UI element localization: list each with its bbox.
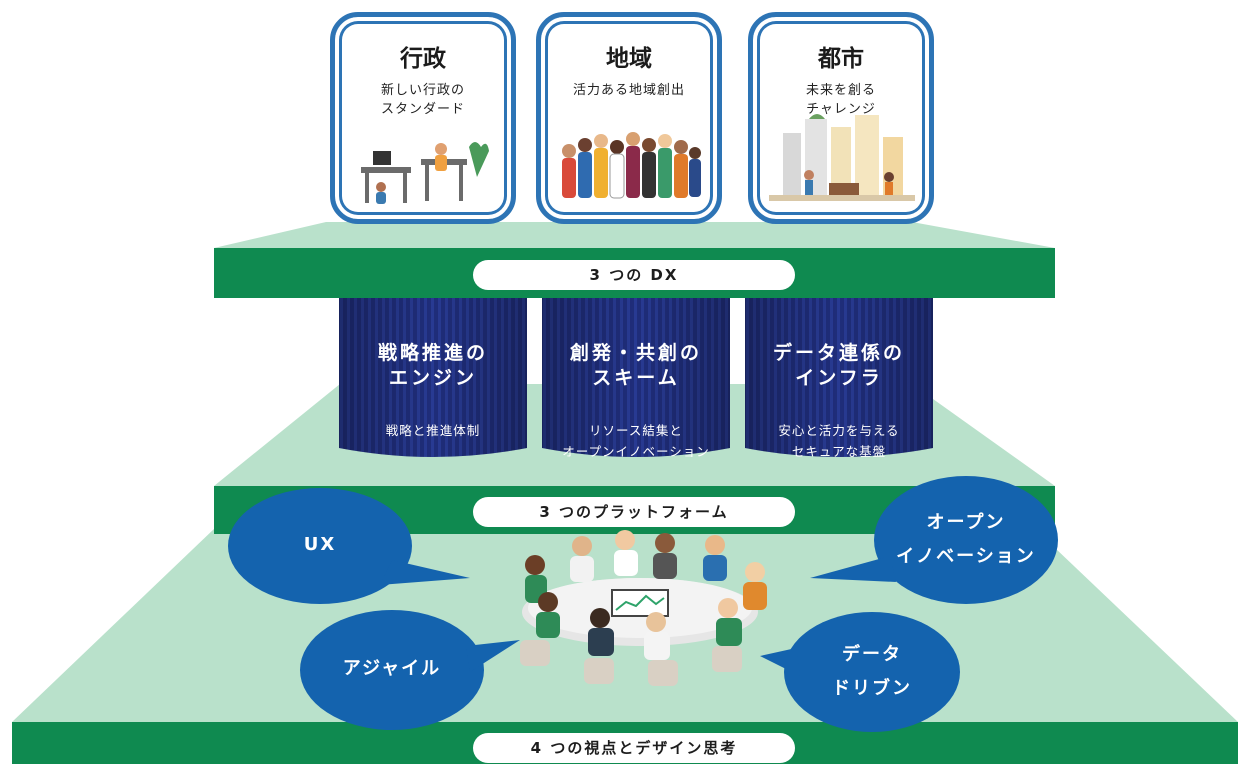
city-illustration bbox=[769, 114, 915, 201]
pillar-title: データ連係の インフラ bbox=[772, 342, 905, 389]
bubble-ux bbox=[228, 488, 470, 604]
pillar-2 bbox=[542, 298, 730, 457]
perspective-label: 4 つの視点とデザイン思考 bbox=[473, 733, 795, 763]
meeting-illustration bbox=[520, 530, 767, 686]
pillar-data-infra: データ連係の インフラ 安心と活力を与える セキュアな基盤 bbox=[745, 322, 933, 481]
bubble-agile-label: アジャイル bbox=[342, 658, 442, 679]
pillar-co-creation: 創発・共創の スキーム リソース結集と オープンイノベーション bbox=[542, 322, 730, 481]
card-administration: 行政 新しい行政の スタンダード bbox=[330, 12, 516, 224]
card-subtitle: 活力ある地域創出 bbox=[572, 83, 685, 98]
pillar-subtitle: リソース結集と オープンイノベーション bbox=[562, 423, 710, 459]
bubble-data-label: データ ドリブン bbox=[832, 644, 912, 699]
bubble-ux-label: UX bbox=[303, 534, 337, 555]
card-subtitle: 新しい行政の スタンダード bbox=[380, 83, 465, 117]
dx-label: 3 つの DX bbox=[473, 260, 795, 290]
pillar-1 bbox=[339, 298, 527, 457]
card-region: 地域 活力ある地域創出 bbox=[536, 12, 722, 224]
platform-top bbox=[214, 222, 1055, 248]
pillar-subtitle: 安心と活力を与える セキュアな基盤 bbox=[778, 423, 900, 459]
pillar-title: 戦略推進の エンジン bbox=[377, 342, 488, 389]
card-title: 地域 bbox=[606, 46, 652, 72]
office-illustration bbox=[361, 142, 489, 204]
card-title: 行政 bbox=[400, 46, 446, 72]
card-city: 都市 未来を創る チャレンジ bbox=[748, 12, 934, 224]
bubble-open-innovation bbox=[810, 476, 1058, 604]
bubble-agile bbox=[300, 610, 520, 730]
pillar-title: 創発・共創の スキーム bbox=[569, 342, 702, 389]
bubble-open-label: オープン イノベーション bbox=[896, 512, 1036, 567]
card-title: 都市 bbox=[818, 46, 864, 72]
bubble-data-driven bbox=[760, 612, 960, 732]
pillar-3 bbox=[745, 298, 933, 457]
crowd-illustration bbox=[562, 132, 701, 199]
pillar-strategy: 戦略推進の エンジン 戦略と推進体制 bbox=[339, 322, 527, 460]
platform-label: 3 つのプラットフォーム bbox=[473, 497, 795, 527]
card-subtitle: 未来を創る チャレンジ bbox=[805, 83, 876, 117]
pillar-subtitle: 戦略と推進体制 bbox=[385, 423, 481, 438]
